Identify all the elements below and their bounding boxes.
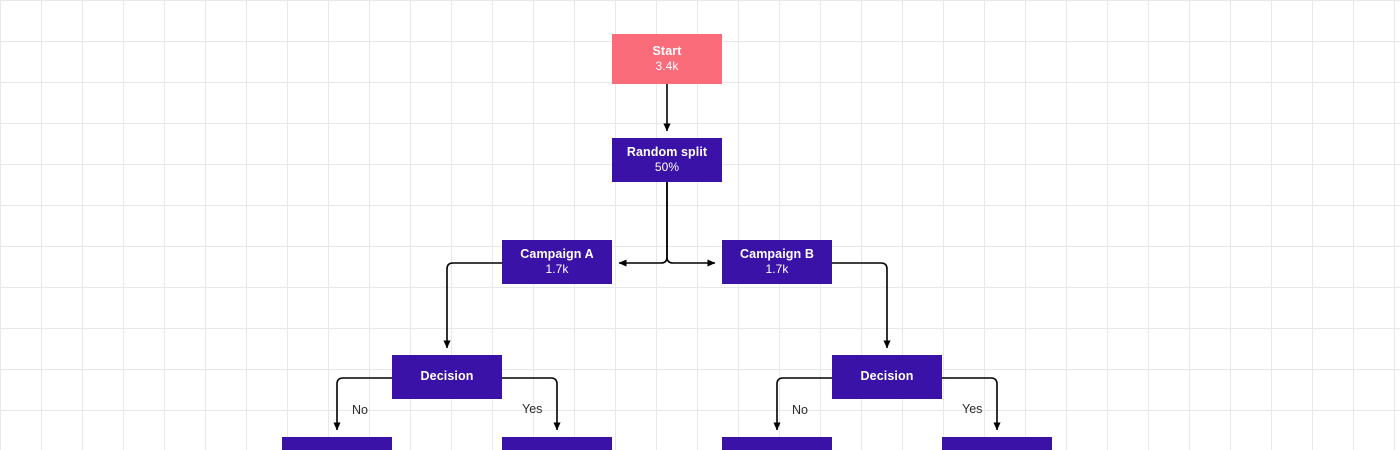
node-decision-left[interactable]: Decision: [392, 355, 502, 399]
node-leaf-1[interactable]: [282, 437, 392, 450]
edge-random-split-to-campaign-a: [618, 182, 668, 267]
node-decision-right[interactable]: Decision: [832, 355, 942, 399]
edge-random-split-to-campaign-b: [666, 182, 716, 267]
node-campaign-a-title: Campaign A: [520, 247, 594, 262]
node-campaign-a[interactable]: Campaign A 1.7k: [502, 240, 612, 284]
edge-label-right-no: No: [792, 403, 808, 417]
edge-label-right-yes: Yes: [962, 402, 983, 416]
node-decision-right-title: Decision: [860, 369, 914, 384]
node-start-title: Start: [652, 44, 682, 59]
edge-campaign-b-to-decision-right: [832, 262, 891, 349]
node-leaf-2[interactable]: [502, 437, 612, 450]
node-leaf-3[interactable]: [722, 437, 832, 450]
node-random-split-subtitle: 50%: [654, 160, 680, 175]
node-leaf-4[interactable]: [942, 437, 1052, 450]
node-campaign-b-title: Campaign B: [740, 247, 814, 262]
edge-label-left-yes: Yes: [522, 402, 543, 416]
node-campaign-a-subtitle: 1.7k: [545, 262, 569, 277]
edge-campaign-a-to-decision-left: [443, 262, 502, 349]
node-start[interactable]: Start 3.4k: [612, 34, 722, 84]
node-campaign-b-subtitle: 1.7k: [765, 262, 789, 277]
node-random-split[interactable]: Random split 50%: [612, 138, 722, 182]
node-random-split-title: Random split: [626, 145, 708, 160]
node-start-subtitle: 3.4k: [655, 59, 679, 74]
node-campaign-b[interactable]: Campaign B 1.7k: [722, 240, 832, 284]
edge-label-left-no: No: [352, 403, 368, 417]
node-decision-left-title: Decision: [420, 369, 474, 384]
